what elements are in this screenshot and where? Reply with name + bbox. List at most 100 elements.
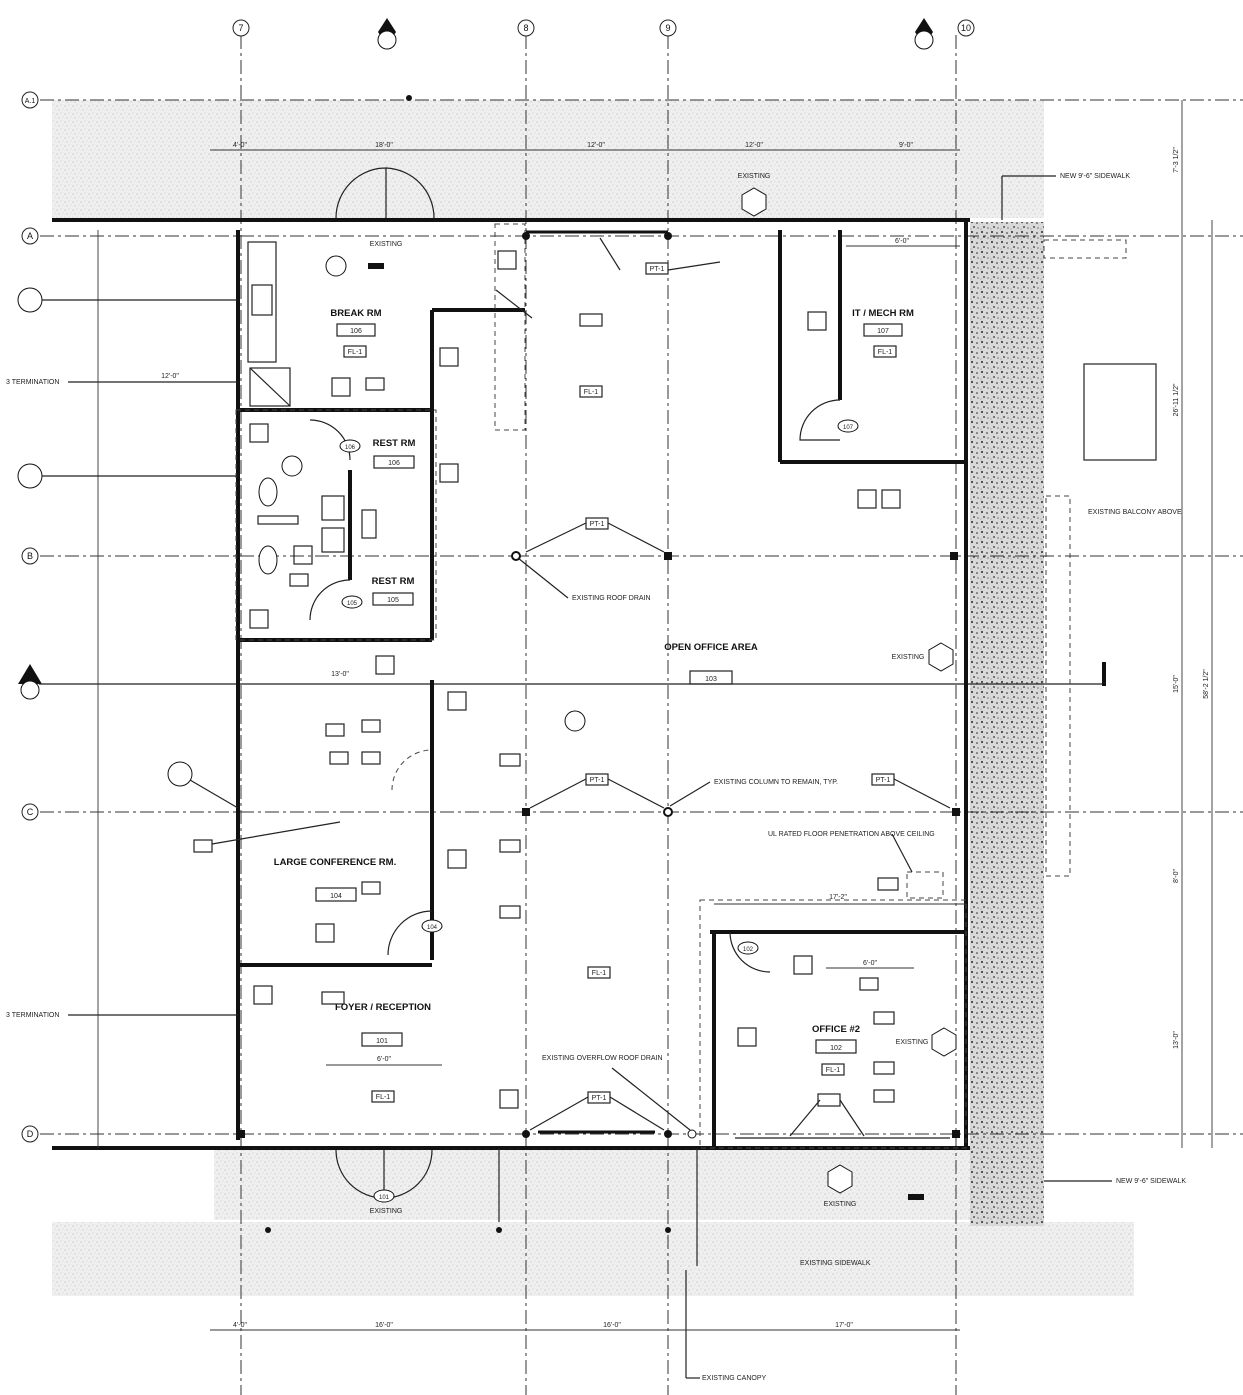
dim-right-2: 15'-0" (1173, 675, 1180, 693)
right-sidewalk-strip (970, 222, 1044, 1226)
room-name-conference: LARGE CONFERENCE RM. (274, 857, 396, 868)
dim-top-4: 9'-0" (899, 142, 913, 149)
dim-left-mid: 13'-0" (331, 671, 349, 678)
room-name-restroom-106: REST RM (373, 438, 416, 449)
grid-label-9: 9 (665, 23, 670, 33)
door-tag-106: 106 (345, 445, 356, 451)
dim-foyer-width: 6'-0" (377, 1056, 391, 1063)
dimension-interior: 6'-0" 17'-2" 6'-0" 6'-0" (326, 238, 966, 1066)
dim-bottom-3: 17'-0" (835, 1322, 853, 1329)
dim-office-width: 17'-2" (829, 894, 847, 901)
tag-pt-mid: PT-1 (590, 521, 605, 528)
grid-lines (40, 35, 1243, 1395)
tag-pt-right: PT-1 (876, 777, 891, 784)
room-name-open-office: OPEN OFFICE AREA (664, 642, 758, 653)
dim-top-1: 18'-0" (375, 142, 393, 149)
room-number-it-mech: 107 (877, 328, 889, 335)
dim-right-5: 13'-0" (1173, 1031, 1180, 1049)
door-tag-105: 105 (347, 601, 358, 607)
room-number-restroom-105: 105 (387, 597, 399, 604)
room-number-office-2: 102 (830, 1045, 842, 1052)
grid-bubble-d: D (21, 1125, 39, 1143)
room-number-restroom-106: 106 (388, 460, 400, 467)
callout-overflow-drain: EXISTING OVERFLOW ROOF DRAIN (542, 1055, 663, 1062)
grid-label-b: B (27, 551, 33, 561)
room-name-it-mech: IT / MECH RM (852, 308, 914, 319)
room-conference: LARGE CONFERENCE RM. 104 (274, 857, 396, 902)
existing-label-entry-top: EXISTING (370, 241, 403, 248)
dim-bottom-0: 4'-0" (233, 1322, 247, 1329)
tag-fl-break: FL-1 (348, 349, 363, 356)
tag-fl-office2: FL-1 (826, 1067, 841, 1074)
misc-tags (193, 250, 901, 1109)
dim-bottom-2: 16'-0" (603, 1322, 621, 1329)
callout-termination-lower: 3 TERMINATION (6, 1012, 59, 1019)
callouts: NEW 9'-6" SIDEWALK NEW 9'-6" SIDEWALK EX… (6, 173, 1186, 1382)
dim-top-3: 12'-0" (745, 142, 763, 149)
callout-existing-sidewalk: EXISTING SIDEWALK (800, 1260, 871, 1267)
grid-bubble-9: 9 (659, 19, 677, 37)
existing-label-entry-bottom: EXISTING (370, 1208, 403, 1215)
callout-roof-drain: EXISTING ROOF DRAIN (572, 595, 651, 602)
door-tag-101: 101 (379, 1195, 390, 1201)
room-name-restroom-105: REST RM (372, 576, 415, 587)
room-number-conference: 104 (330, 893, 342, 900)
tag-fl-it: FL-1 (878, 349, 893, 356)
existing-label-right: EXISTING (892, 654, 925, 661)
door-tags: 107 104 102 101 106 105 (339, 419, 859, 1203)
finish-tags: PT-1 FL-1 PT-1 PT-1 FL-1 PT-1 PT-1 FL-1 … (343, 262, 897, 1104)
dim-right-0: 7'-3 1/2" (1173, 147, 1180, 173)
tag-fl-office: FL-1 (584, 389, 599, 396)
grid-bubble-a: A (21, 227, 39, 245)
elevation-callout-icons (17, 255, 924, 1200)
dim-right-1: 26'-11 1/2" (1173, 383, 1180, 416)
callout-existing-balcony: EXISTING BALCONY ABOVE (1088, 509, 1182, 516)
door-tag-102: 102 (743, 947, 754, 953)
exterior-walls (52, 218, 970, 1266)
grid-bubble-7: 7 (232, 19, 250, 37)
existing-label-bottom: EXISTING (824, 1201, 857, 1208)
dim-it-width: 6'-0" (895, 238, 909, 245)
callout-existing-canopy: EXISTING CANOPY (702, 1375, 767, 1382)
dimension-right: 7'-3 1/2" 26'-11 1/2" 15'-0" 58'-2 1/2" … (1173, 100, 1213, 1148)
grid-bubble-8: 8 (517, 19, 535, 37)
dim-bottom-1: 16'-0" (375, 1322, 393, 1329)
callout-existing-column: EXISTING COLUMN TO REMAIN, TYP. (714, 779, 838, 786)
grid-label-c: C (27, 807, 34, 817)
door-tag-107: 107 (843, 425, 854, 431)
room-break: BREAK RM 106 (330, 308, 382, 337)
grid-label-7: 7 (238, 23, 243, 33)
section-marker-icon (18, 18, 1106, 700)
storefront-frames (526, 230, 950, 1139)
room-open-office: OPEN OFFICE AREA 103 (664, 642, 758, 685)
callout-termination-upper: 3 TERMINATION (6, 379, 59, 386)
existing-utility-box (1043, 239, 1157, 461)
dashed-outlines (235, 223, 967, 1149)
tag-pt-lower: PT-1 (590, 777, 605, 784)
grid-bubble-b: B (21, 547, 39, 565)
grid-label-a1: A.1 (25, 98, 36, 105)
dim-left-upper: 12'-0" (161, 373, 179, 380)
columns (237, 95, 960, 1233)
grid-bubble-c: C (21, 803, 39, 821)
tag-pt-bottom: PT-1 (592, 1095, 607, 1102)
dimension-top: 4'-0" 18'-0" 12'-0" 12'-0" 9'-0" (210, 142, 960, 151)
dim-top-0: 4'-0" (233, 142, 247, 149)
break-room-counter (247, 241, 291, 407)
room-restroom-105: REST RM 105 (372, 576, 415, 606)
callout-ul-penetration: UL RATED FLOOR PENETRATION ABOVE CEILING (768, 831, 935, 838)
dimension-bottom: 4'-0" 16'-0" 16'-0" 17'-0" (210, 1322, 960, 1331)
room-name-break: BREAK RM (330, 308, 381, 319)
grid-label-d: D (27, 1129, 34, 1139)
room-number-break: 106 (350, 328, 362, 335)
grid-bubble-10: 10 (957, 19, 975, 37)
room-office-2: OFFICE #2 102 (812, 1024, 860, 1054)
tag-pt-top: PT-1 (650, 266, 665, 273)
tag-fl-foyer: FL-1 (376, 1094, 391, 1101)
room-restroom-106: REST RM 106 (373, 438, 416, 469)
callout-new-sidewalk-top: NEW 9'-6" SIDEWALK (1060, 173, 1130, 180)
grid-label-8: 8 (523, 23, 528, 33)
dim-office-inner: 6'-0" (863, 960, 877, 967)
grid-label-a: A (27, 231, 33, 241)
dim-top-2: 12'-0" (587, 142, 605, 149)
